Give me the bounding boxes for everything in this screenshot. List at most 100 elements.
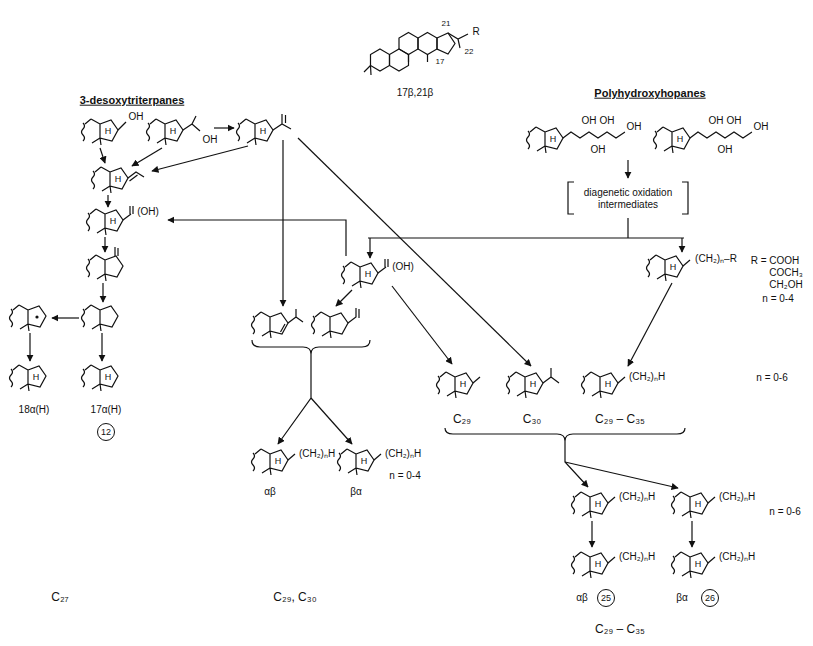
formula-label: (CH₂)ₙH	[618, 551, 656, 563]
atom-label: H	[260, 126, 267, 136]
formula-label: n = 0-4	[388, 470, 421, 482]
formula-label: OH	[599, 115, 616, 127]
atom-label: H	[695, 559, 702, 569]
callout-number: 26	[701, 589, 719, 607]
structure-line	[374, 454, 381, 460]
structure-line	[273, 114, 291, 130]
structure-line	[115, 247, 118, 256]
structure-line	[565, 441, 588, 487]
structure-line	[672, 552, 709, 578]
structure-line	[572, 552, 609, 578]
structure-line	[378, 259, 388, 273]
structure-line	[608, 557, 615, 563]
structure-line	[628, 283, 672, 366]
formula-label: OH	[753, 121, 770, 133]
structure-line	[168, 220, 346, 256]
formula-label: αβ	[575, 592, 589, 604]
structure-line	[608, 497, 615, 503]
side-chains	[115, 114, 752, 563]
structure-line	[568, 182, 574, 214]
structure-line	[312, 312, 349, 338]
structure-line	[507, 372, 544, 398]
structure-line	[582, 372, 619, 398]
formula-label: n = 0-4	[761, 293, 794, 305]
structure-line	[437, 372, 474, 398]
structure-line	[682, 182, 688, 214]
formula-label: OH	[128, 111, 145, 123]
formula-label: (CH₂)ₙH	[718, 551, 756, 563]
section-heading: Polyhydroxyhopanes	[593, 87, 706, 100]
structure-line	[672, 492, 709, 518]
compound-label: C₂₉ – C₃₅	[594, 623, 646, 637]
atom-label: H	[670, 262, 677, 272]
structure-line	[336, 290, 352, 306]
structure-line	[565, 462, 678, 488]
atom-label: H	[170, 126, 177, 136]
formula-label: (CH₂)ₙ–R	[694, 253, 738, 265]
bracket-note: diagenetic oxidation intermediates	[575, 187, 681, 210]
atom-label: H	[695, 499, 702, 509]
position-number: 21	[441, 19, 452, 28]
formula-label: R = COOH	[750, 255, 801, 267]
compound-label: C₂₉	[452, 413, 472, 427]
structure-line	[288, 454, 295, 460]
structure-line	[627, 160, 628, 178]
atom-label: H	[115, 174, 122, 184]
position-number: 22	[464, 47, 475, 56]
compound-label: C₂₇	[50, 591, 69, 605]
brackets	[252, 182, 688, 441]
structure-line	[104, 237, 105, 252]
structure-line	[252, 340, 370, 354]
structure-line	[10, 305, 47, 331]
atom-label: H	[595, 499, 602, 509]
atom-label: H	[605, 379, 612, 389]
formula-label: OH	[581, 115, 598, 127]
section-heading: 3-desoxytriterpanes	[79, 94, 186, 107]
structure-line	[563, 132, 625, 138]
structure-line	[82, 119, 119, 145]
structure-line	[399, 33, 418, 55]
formula-label: (CH₂)ₙH	[384, 448, 422, 460]
structure-line	[708, 557, 715, 563]
structure-line	[237, 119, 274, 145]
compound-label: C₂₉, C₃₀	[272, 591, 317, 605]
atom-label: H	[105, 126, 112, 136]
structure-line	[52, 317, 79, 318]
formula-label: CH₂OH	[768, 279, 803, 291]
atom-label: H	[550, 134, 557, 144]
position-number: 17	[435, 57, 446, 66]
hopane-skeleton	[364, 33, 468, 76]
structure-line	[371, 49, 390, 71]
formula-label: COCH₃	[768, 267, 804, 279]
formula-label: (CH₂)ₙH	[618, 491, 656, 503]
callout-number: 25	[597, 589, 615, 607]
atom-label: H	[365, 269, 372, 279]
structure-line	[527, 127, 564, 153]
structure-line	[10, 365, 47, 391]
structure-line	[445, 428, 685, 441]
structure-line	[87, 255, 124, 281]
structure-line	[82, 365, 119, 391]
atom-label: H	[105, 372, 112, 382]
structure-line	[183, 116, 200, 131]
atom-label: H	[275, 456, 282, 466]
structure-line	[654, 127, 691, 153]
formula-label: R	[471, 26, 480, 38]
formula-label: (OH)	[136, 206, 160, 218]
structure-fragments	[10, 119, 709, 578]
formula-label: OH	[202, 134, 219, 146]
formula-label: βα	[349, 486, 363, 498]
formula-label: βα	[675, 592, 689, 604]
structure-line	[107, 195, 108, 207]
atom-label: H	[361, 456, 368, 466]
structure-line	[683, 260, 690, 266]
structure-line	[278, 354, 311, 444]
atom-label: H	[110, 216, 117, 226]
structure-line	[543, 368, 559, 383]
formula-label: 17α(H)	[90, 404, 123, 416]
structure-line	[118, 122, 126, 130]
formula-label: (OH)	[391, 261, 415, 273]
structure-line	[147, 119, 184, 145]
structure-line	[681, 238, 682, 252]
